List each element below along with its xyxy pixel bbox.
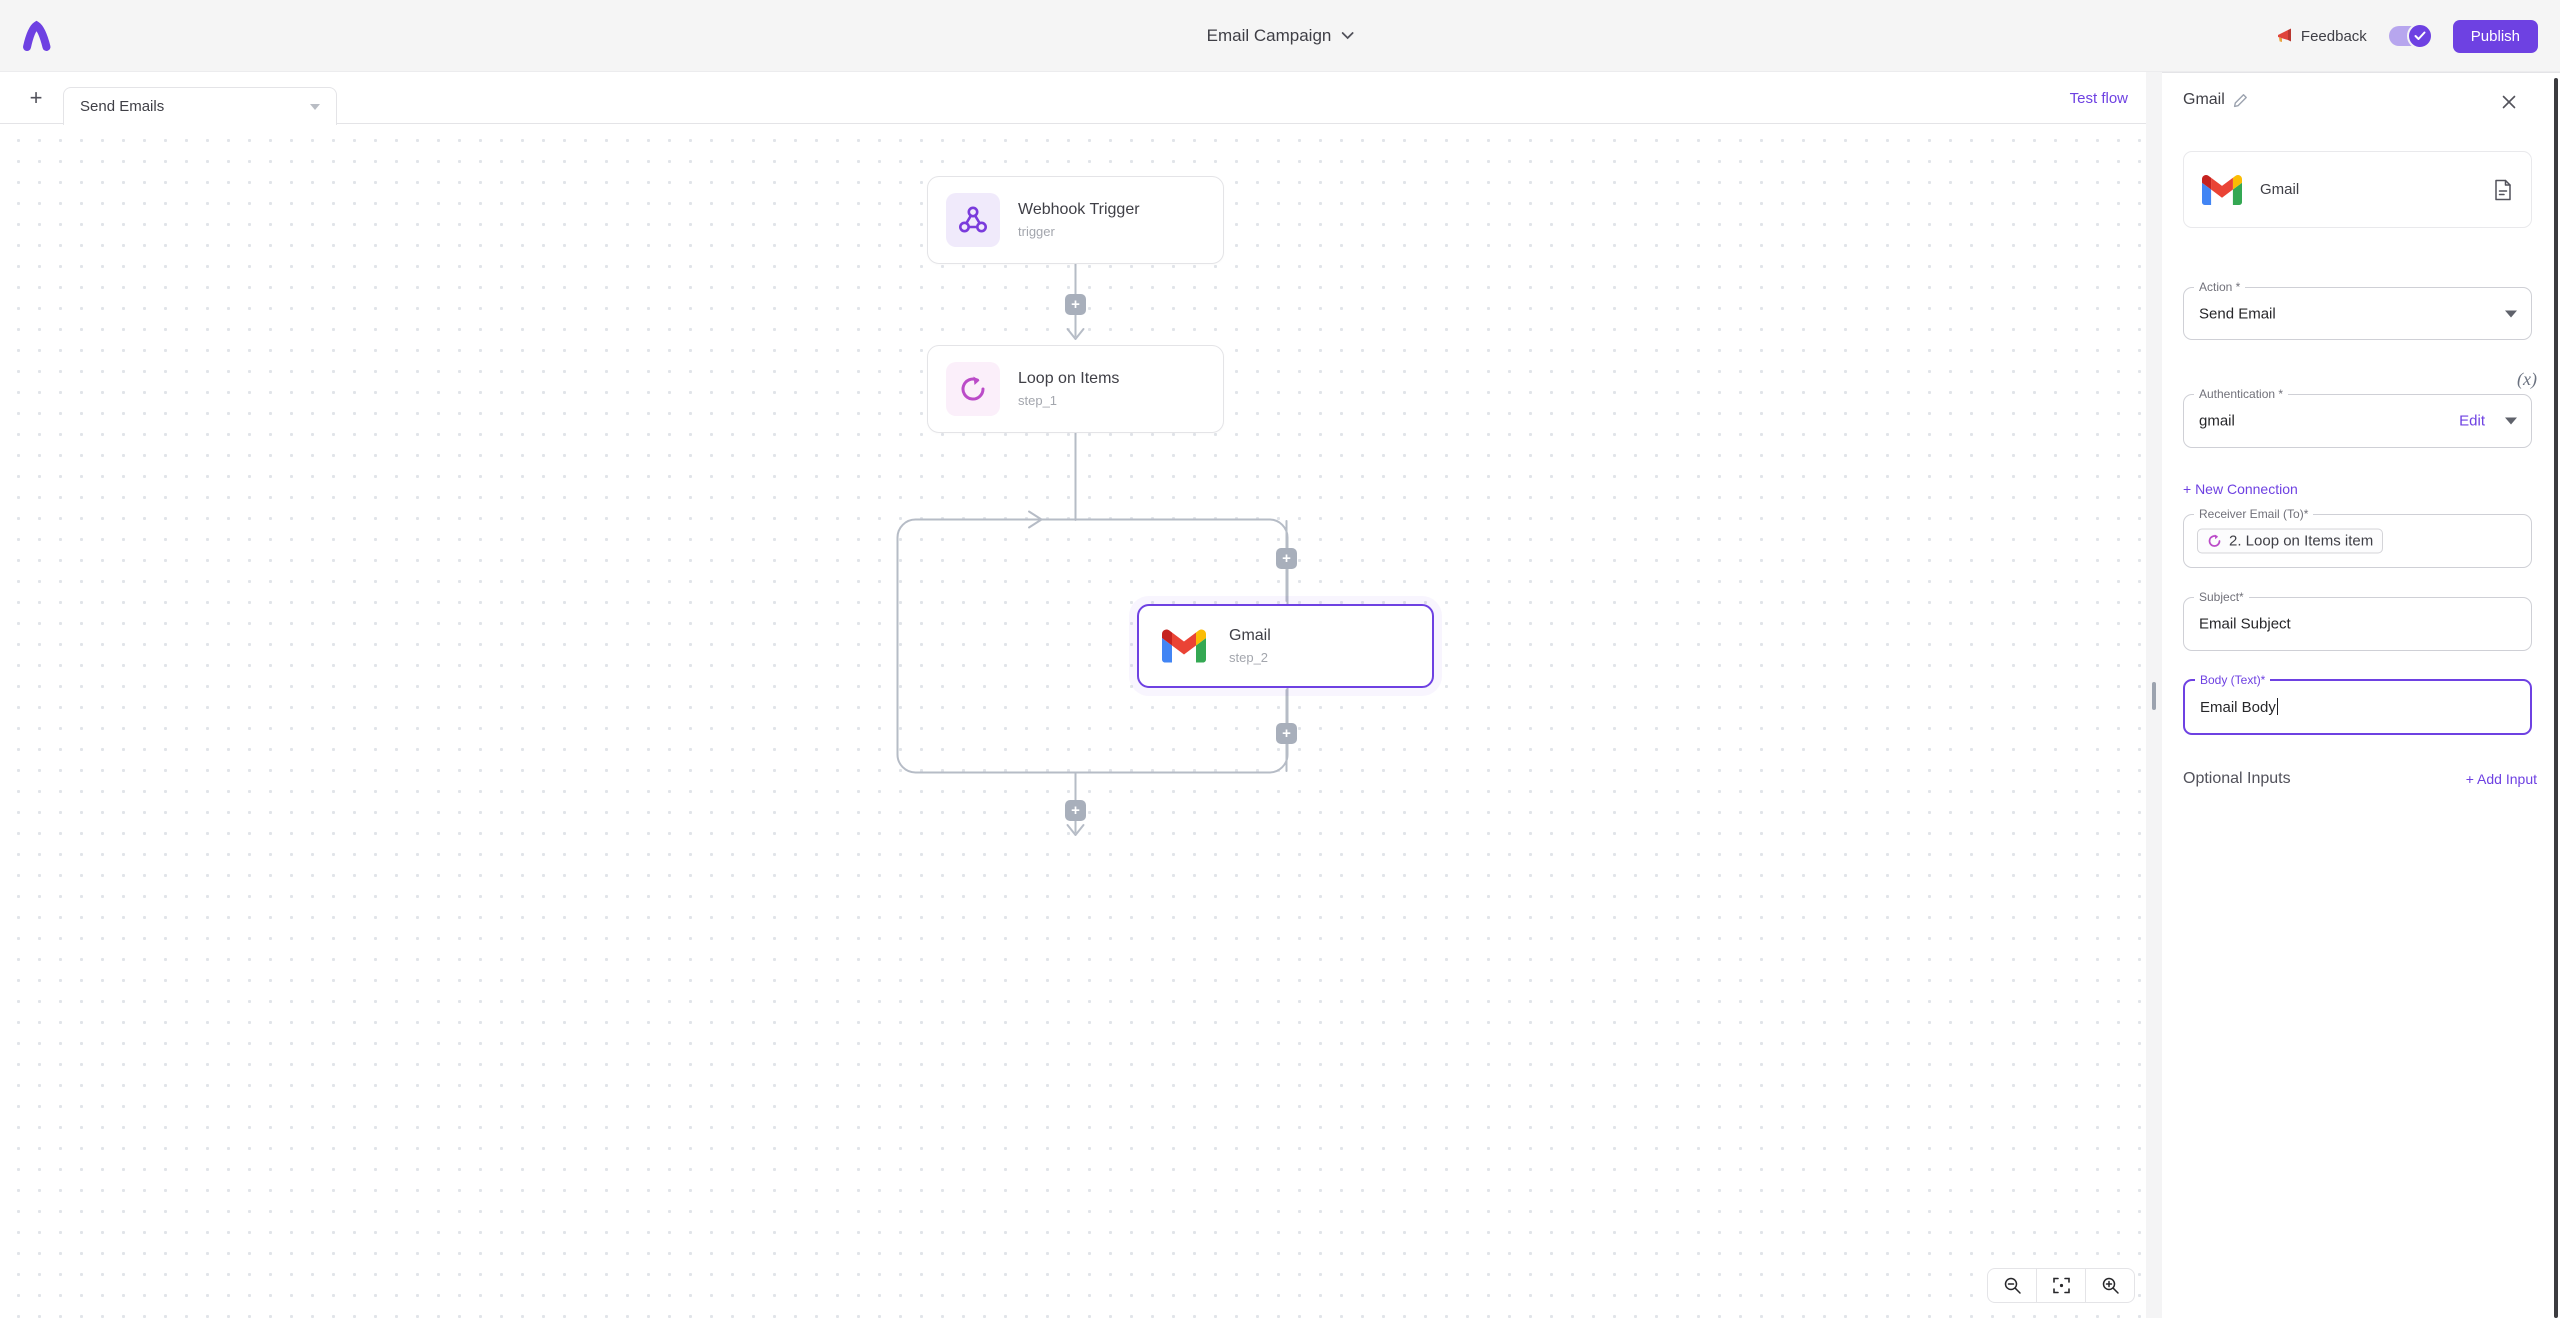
step-name: Gmail	[2183, 91, 2225, 108]
panel-scrollbar[interactable]	[2554, 78, 2558, 1318]
activepieces-logo-icon	[23, 20, 51, 51]
node-text: Loop on Items step_1	[1018, 370, 1119, 408]
optional-inputs-row: Optional Inputs + Add Input	[2183, 770, 2537, 788]
docs-icon[interactable]	[2493, 179, 2513, 201]
panel-resize-gutter	[2146, 72, 2162, 1318]
tab-caret-icon[interactable]	[310, 103, 320, 110]
megaphone-icon	[2277, 28, 2291, 42]
gmail-icon	[2202, 174, 2242, 205]
subject-input[interactable]: Subject* Email Subject	[2183, 590, 2532, 651]
piece-name: Gmail	[2260, 181, 2300, 198]
node-title: Loop on Items	[1018, 370, 1120, 387]
add-flow-button[interactable]: +	[29, 85, 43, 110]
close-panel-button[interactable]	[2498, 91, 2520, 113]
flow-canvas[interactable]: Webhook Trigger trigger + Loop on Items …	[0, 124, 2146, 1318]
insert-variable-button[interactable]: (x)	[2517, 369, 2537, 389]
subject-value: Email Subject	[2199, 615, 2291, 633]
check-icon	[2414, 31, 2426, 40]
chevron-down-icon	[2505, 310, 2517, 317]
toggle-knob	[2406, 23, 2433, 49]
action-value: Send Email	[2199, 305, 2276, 322]
add-step-button[interactable]: +	[1276, 723, 1297, 744]
authentication-value: gmail	[2199, 412, 2235, 430]
publish-toggle[interactable]	[2388, 23, 2433, 49]
action-select[interactable]: Action * Send Email	[2183, 280, 2532, 340]
panel-resize-handle[interactable]	[2152, 682, 2156, 710]
new-connection-link[interactable]: + New Connection	[2183, 481, 2298, 497]
loop-icon	[2208, 534, 2221, 547]
piece-info-card: Gmail	[2183, 151, 2532, 228]
authentication-select[interactable]: Authentication * gmail Edit	[2183, 387, 2532, 448]
canvas-zoom-controls	[1987, 1268, 2135, 1303]
close-icon	[2502, 95, 2516, 109]
add-step-button[interactable]: +	[1065, 294, 1086, 315]
flow-tab-send-emails[interactable]: Send Emails	[63, 87, 337, 125]
node-subtitle: step_1	[1018, 393, 1058, 408]
chevron-down-icon	[1341, 31, 1354, 39]
top-bar-actions: Feedback Publish	[2276, 0, 2538, 72]
test-flow-button[interactable]: Test flow	[2069, 89, 2128, 107]
receiver-email-label: Receiver Email (To)*	[2194, 507, 2314, 521]
body-text-input[interactable]: Body (Text)* Email Body	[2183, 673, 2532, 735]
node-webhook-trigger[interactable]: Webhook Trigger trigger	[927, 176, 1224, 264]
edit-connection-link[interactable]: Edit	[2459, 412, 2485, 430]
node-subtitle: step_2	[1229, 650, 1269, 665]
add-step-button[interactable]: +	[1276, 548, 1297, 569]
flow-title-menu[interactable]: Email Campaign	[1207, 26, 1354, 46]
node-title: Webhook Trigger	[1018, 201, 1140, 218]
gmail-icon	[1157, 619, 1211, 673]
variable-chip-label: 2. Loop on Items item	[2229, 532, 2374, 550]
publish-button[interactable]: Publish	[2452, 19, 2538, 53]
body-text-value: Email Body	[2200, 699, 2276, 716]
node-loop-on-items[interactable]: Loop on Items step_1	[927, 345, 1224, 433]
action-label: Action *	[2194, 280, 2246, 294]
zoom-out-button[interactable]	[1988, 1269, 2036, 1302]
authentication-label: Authentication *	[2194, 387, 2289, 401]
chevron-down-icon	[2505, 417, 2517, 425]
node-title: Gmail	[1229, 627, 1271, 644]
panel-header: Gmail	[2183, 91, 2530, 109]
node-text: Gmail step_2	[1229, 627, 1271, 665]
edit-pencil-icon[interactable]	[2233, 93, 2248, 108]
loop-icon	[946, 362, 1000, 416]
node-subtitle: trigger	[1018, 224, 1055, 239]
webhook-icon	[946, 193, 1000, 247]
top-bar: Email Campaign Feedback	[0, 0, 2560, 72]
text-caret	[2276, 698, 2279, 715]
fit-view-button[interactable]	[2036, 1269, 2085, 1302]
node-gmail[interactable]: Gmail step_2	[1137, 604, 1434, 688]
variable-chip[interactable]: 2. Loop on Items item	[2197, 528, 2384, 554]
subject-label: Subject*	[2194, 590, 2249, 604]
feedback-label: Feedback	[2300, 27, 2367, 45]
zoom-in-button[interactable]	[2085, 1269, 2134, 1302]
node-text: Webhook Trigger trigger	[1018, 201, 1140, 239]
optional-inputs-heading: Optional Inputs	[2183, 770, 2291, 787]
flow-tab-strip: + Send Emails Test flow	[0, 72, 2146, 125]
add-step-button[interactable]: +	[1065, 800, 1086, 821]
flow-title: Email Campaign	[1206, 25, 1332, 45]
add-input-button[interactable]: + Add Input	[2465, 771, 2537, 787]
flow-tab-label: Send Emails	[80, 98, 165, 115]
step-settings-panel: Gmail Gmail	[2162, 72, 2560, 1318]
receiver-email-input[interactable]: Receiver Email (To)* 2. Loop on Items it…	[2183, 507, 2532, 568]
body-text-label: Body (Text)*	[2195, 673, 2271, 687]
feedback-button[interactable]: Feedback	[2276, 27, 2367, 45]
